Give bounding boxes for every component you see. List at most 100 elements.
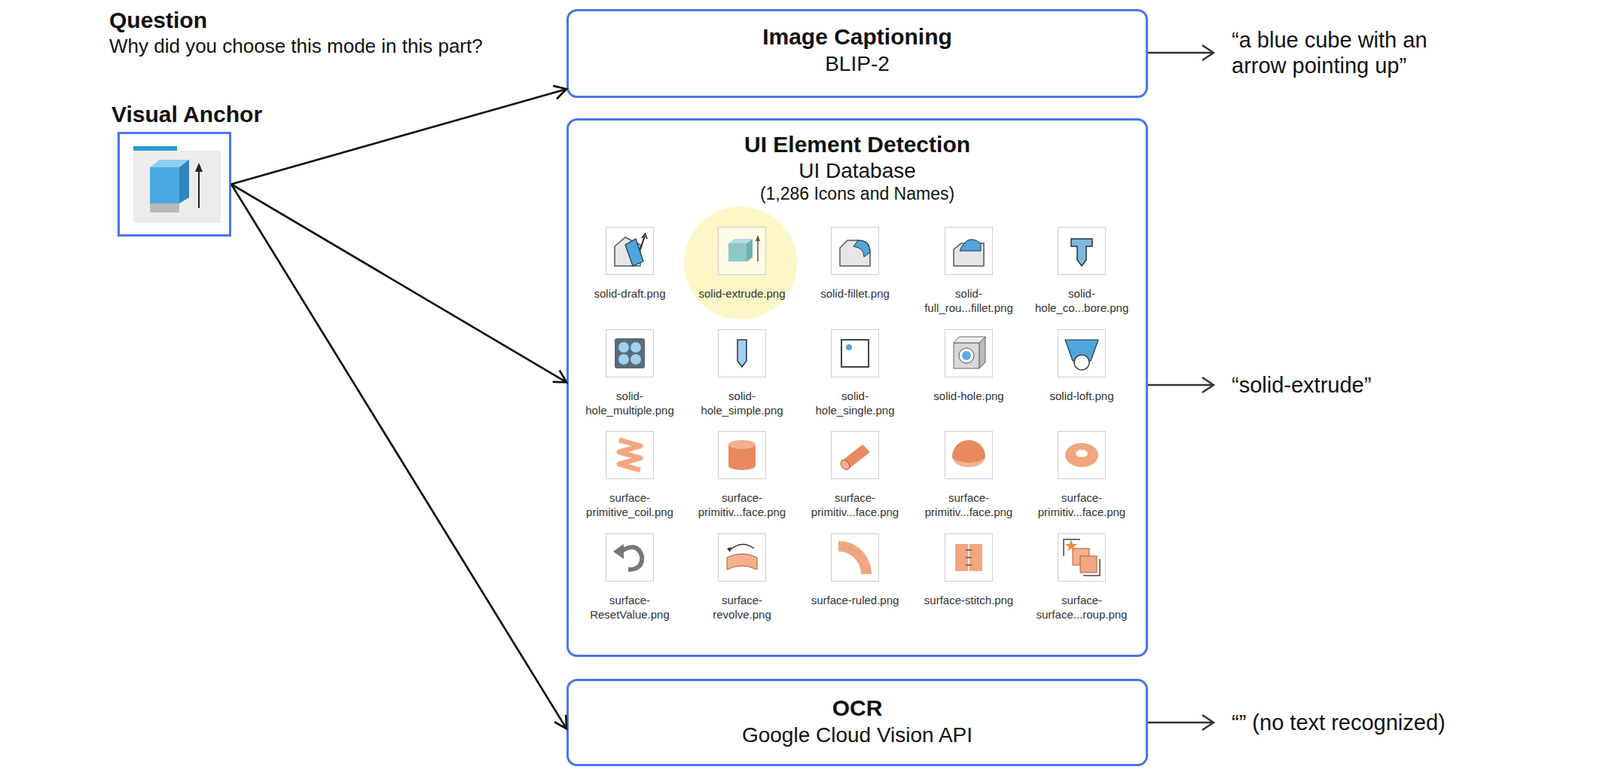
icon-solid-hole [945, 329, 993, 378]
icon-solid-hole-simple-part [718, 329, 767, 378]
icon-surface-stitch-part [945, 534, 993, 582]
icon-surface-ruled-part [831, 534, 880, 582]
icon-surface-revolve-part [726, 553, 758, 570]
icon-filename: surface- primitiv...face.png [922, 490, 1016, 520]
icon-solid-extrude-part [728, 238, 753, 244]
icon-solid-draft [606, 227, 654, 275]
icon-filename: surface- ResetValue.png [583, 592, 677, 622]
icon-solid-extrude-part [728, 243, 747, 262]
icon-surface-tube-part [841, 444, 871, 469]
icon-solid-hole-part [945, 329, 993, 378]
anchor-icon-part [179, 159, 190, 204]
icon-solid-extrude [718, 227, 767, 275]
connector-arrow [231, 184, 567, 730]
icon-filename: solid-hole.png [922, 388, 1016, 404]
icon-filename: surface- primitiv...face.png [808, 490, 902, 520]
icon-solid-loft-part [1074, 354, 1090, 370]
icon-filename: surface- primitiv...face.png [695, 490, 789, 520]
icon-surface-sphere-part [952, 456, 986, 468]
icon-filename: surface- surface...roup.png [1035, 592, 1129, 622]
mode-box: OCRGoogle Cloud Vision API [566, 678, 1149, 767]
icon-surface-cylinder-part [728, 439, 756, 449]
icon-solid-draft-part [640, 235, 645, 250]
icon-filename: surface-ruled.png [808, 592, 902, 608]
output-arrow-part [1202, 377, 1214, 393]
icon-surface-tube-part [839, 458, 852, 471]
connector-arrow-part [554, 714, 567, 729]
icon-filename: solid-loft.png [1035, 388, 1129, 404]
anchor-icon-part [195, 162, 203, 172]
icon-solid-hole-multiple [606, 329, 654, 378]
icon-solid-fillet-part [853, 240, 871, 257]
icon-solid-hole-part [953, 342, 980, 369]
output-arrow-part [1202, 45, 1214, 61]
highlight-circle [683, 206, 797, 320]
database-size: (1,286 Icons and Names) [568, 183, 1146, 205]
icon-filename: solid- hole_simple.png [695, 388, 789, 418]
anchor-icon-part [133, 146, 178, 151]
icon-surface-stitch-part [967, 543, 970, 571]
icon-solid-full-round-fillet [945, 227, 993, 275]
icon-surface-group-part [1063, 539, 1100, 576]
icon-filename: solid- hole_co...bore.png [1035, 286, 1129, 315]
icon-surface-reset-part [620, 546, 642, 570]
icon-solid-hole-part [979, 336, 986, 369]
icon-solid-full-round-fillet-part [945, 227, 993, 275]
icon-solid-hole-counterbore-part [1071, 238, 1093, 266]
icon-filename: surface-stitch.png [922, 592, 1016, 608]
mode-title: Image Captioning [568, 22, 1146, 52]
icon-surface-sphere-part [945, 431, 993, 480]
icon-surface-reset [606, 534, 654, 582]
icon-surface-coil [606, 431, 654, 480]
anchor-heading: Visual Anchor [111, 100, 413, 129]
icon-surface-stitch-part [965, 556, 972, 559]
anchor-icon-part [149, 167, 180, 204]
mode-box: Image CaptioningBLIP-2 [566, 9, 1149, 98]
connector-arrow-part [552, 85, 567, 99]
icon-solid-extrude-part [755, 235, 761, 242]
icon-solid-extrude-part [718, 227, 767, 275]
icon-surface-cylinder-part [728, 444, 756, 471]
icon-surface-cylinder-part [718, 431, 767, 480]
model-name: UI Database [568, 158, 1146, 184]
icon-filename: solid- full_rou...fillet.png [922, 286, 1016, 315]
icon-solid-hole-multiple-part [606, 329, 654, 378]
icon-surface-group [1058, 534, 1106, 582]
icon-surface-stitch-part [955, 543, 983, 571]
anchor-icon [133, 146, 221, 223]
icon-filename: surface- primitive_coil.png [583, 490, 677, 520]
icon-surface-group-part [1072, 548, 1090, 565]
output-arrow-part [1148, 721, 1213, 724]
mode-title: OCR [568, 693, 1146, 723]
icon-surface-coil-part [619, 439, 641, 471]
icon-solid-hole-single-part [841, 339, 869, 367]
icon-solid-hole-single-part [831, 329, 880, 378]
icon-surface-sphere [945, 431, 993, 480]
anchor-icon-part [133, 150, 221, 223]
icon-surface-reset-part [606, 534, 654, 582]
icon-surface-revolve [718, 534, 767, 582]
icon-surface-tube-part [831, 431, 880, 480]
icon-surface-torus-part [1075, 449, 1088, 458]
icon-surface-coil-part [606, 431, 654, 480]
question-text: Why did you choose this mode in this par… [109, 33, 637, 59]
connector-arrow-part [231, 184, 567, 730]
connector-arrow-part [231, 88, 567, 184]
icon-surface-torus [1058, 431, 1106, 480]
icon-surface-revolve-part [718, 534, 767, 582]
icon-surface-stitch [945, 534, 993, 582]
icon-filename: surface- revolve.png [695, 592, 789, 622]
icon-surface-stitch-part [965, 564, 972, 566]
icon-solid-hole-part [961, 351, 971, 361]
output-text: “” (no text recognized) [1231, 709, 1586, 736]
output-arrow [1148, 45, 1214, 730]
icon-solid-hole-multiple-part [630, 341, 642, 353]
icon-filename: solid-draft.png [583, 286, 677, 301]
icon-solid-full-round-fillet-part [959, 239, 981, 251]
icon-solid-hole-multiple-part [630, 354, 642, 365]
connector-arrow-part [552, 369, 567, 382]
anchor-icon-part [149, 159, 190, 168]
